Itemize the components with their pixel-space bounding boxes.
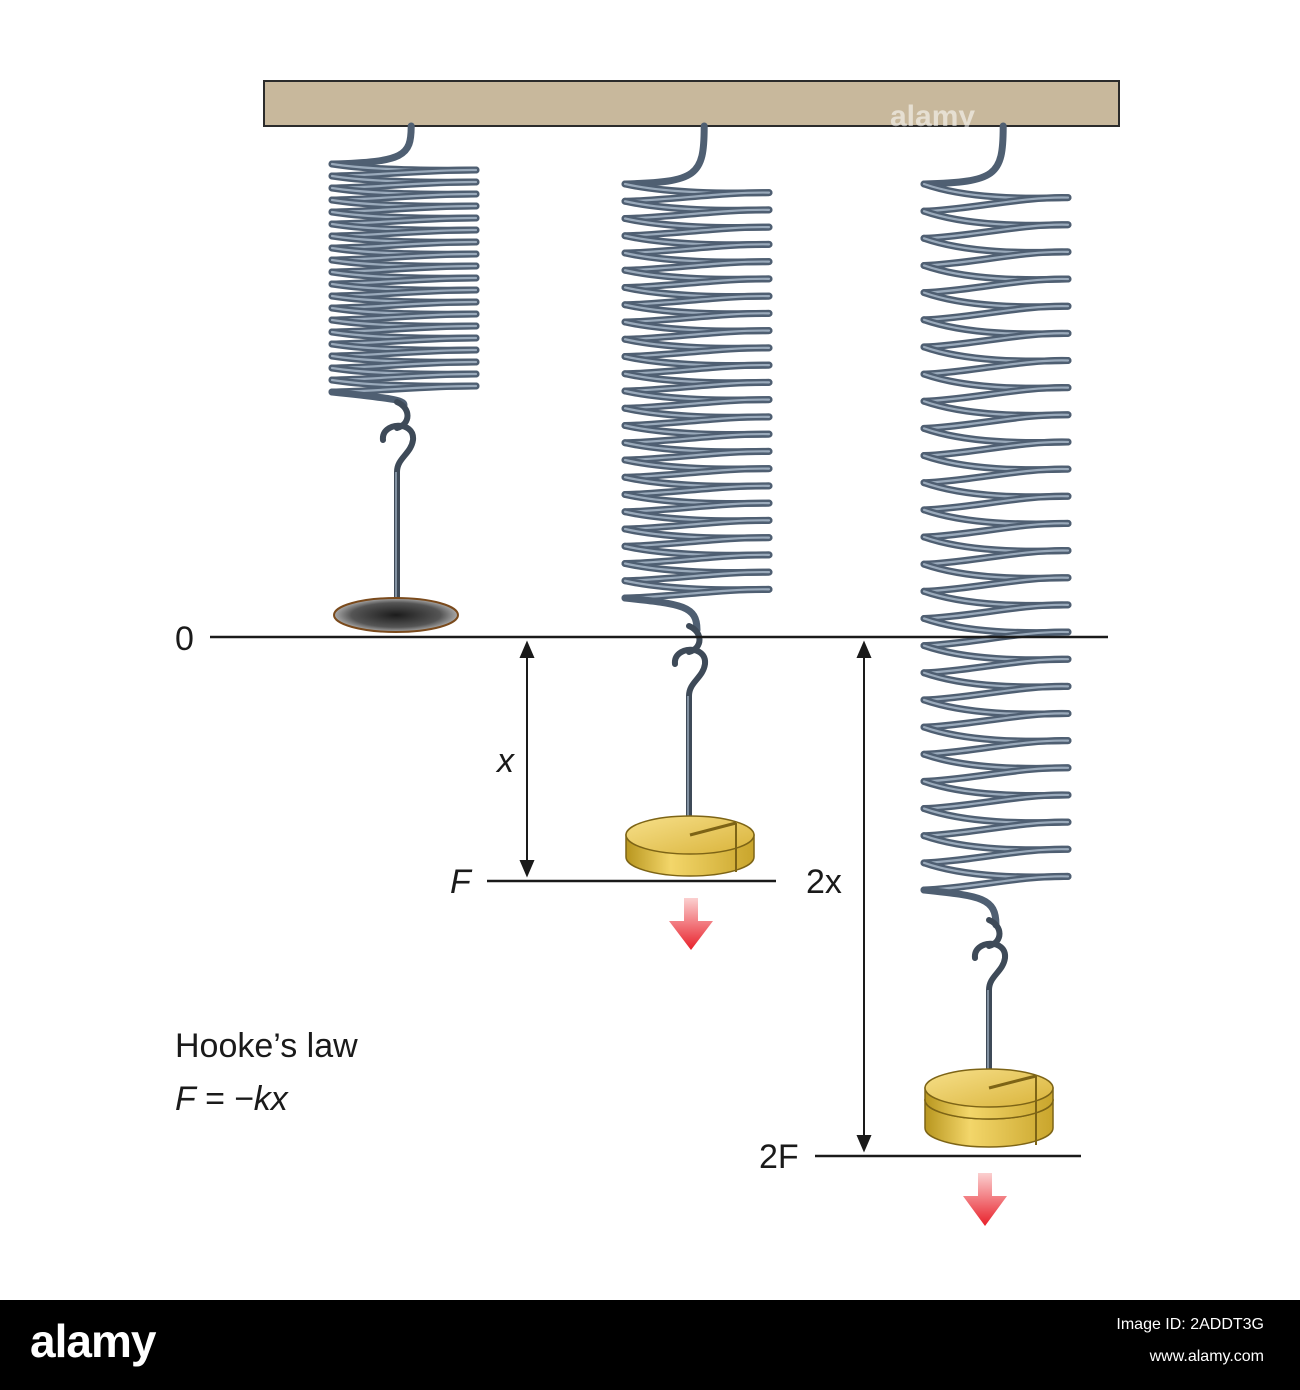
label-2f: 2F xyxy=(759,1138,799,1176)
weight-double xyxy=(924,1068,1054,1148)
force-arrow-double xyxy=(963,1173,1007,1226)
hook-single-weight xyxy=(672,623,708,839)
hookes-law-diagram: alamy xyxy=(175,80,1120,1226)
label-x: x xyxy=(495,742,515,780)
image-id-text: Image ID: 2ADDT3G xyxy=(1116,1316,1264,1333)
label-2x: 2x xyxy=(806,863,842,901)
dimension-x xyxy=(519,640,535,878)
site-url: www.alamy.com xyxy=(1149,1348,1264,1365)
caption-title: Hooke’s law xyxy=(175,1027,358,1065)
force-arrow-single xyxy=(669,898,713,950)
empty-hanger-disc xyxy=(333,597,459,633)
footer-bar: alamy Image ID: 2ADDT3G www.alamy.com xyxy=(0,1300,1300,1390)
label-f: F xyxy=(450,863,473,901)
spring-double-weight xyxy=(920,122,1072,929)
watermark: alamy xyxy=(890,100,975,133)
weight-single xyxy=(625,815,755,877)
brand-logo: alamy xyxy=(30,1315,156,1367)
hook-double-weight xyxy=(972,917,1008,1091)
label-zero: 0 xyxy=(175,620,194,658)
ceiling-beam xyxy=(263,80,1120,127)
spring-single-weight xyxy=(621,122,773,634)
hook-unloaded xyxy=(380,399,416,619)
caption-equation: F = −kx xyxy=(175,1080,289,1118)
spring-unloaded xyxy=(328,122,480,409)
dimension-2x xyxy=(856,640,872,1153)
